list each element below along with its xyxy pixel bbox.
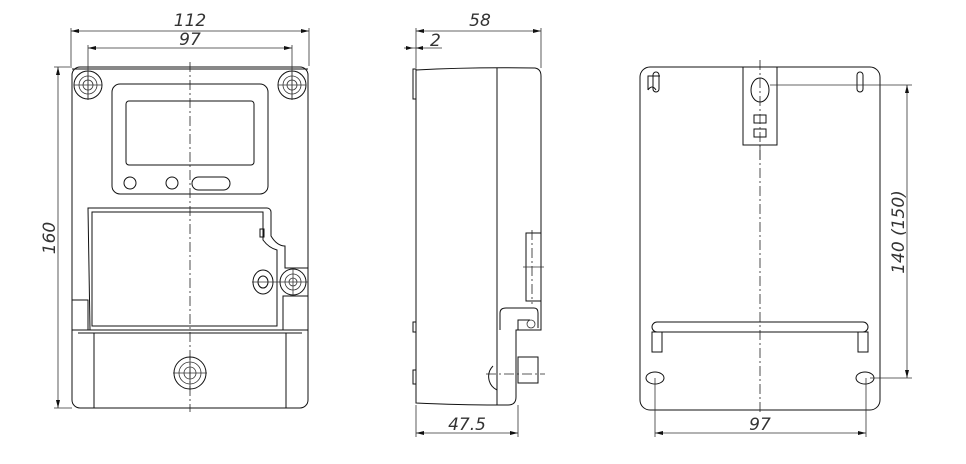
front-view: 112 97 160 <box>40 11 310 412</box>
dim-depth-overall: 58 <box>469 11 491 31</box>
dim-hole-spacing-vertical: 140 (150) <box>889 190 909 274</box>
back-view: 140 (150) 97 <box>639 60 912 437</box>
dim-width-overall: 112 <box>174 11 206 31</box>
dim-hole-spacing: 97 <box>179 30 201 50</box>
dim-lip: 2 <box>430 31 441 51</box>
side-view: 58 2 47.5 <box>404 11 545 437</box>
screw-icon <box>252 268 308 296</box>
dim-height: 160 <box>40 222 60 254</box>
dim-body-depth: 47.5 <box>448 415 486 435</box>
dim-hole-spacing-horizontal: 97 <box>749 415 771 435</box>
